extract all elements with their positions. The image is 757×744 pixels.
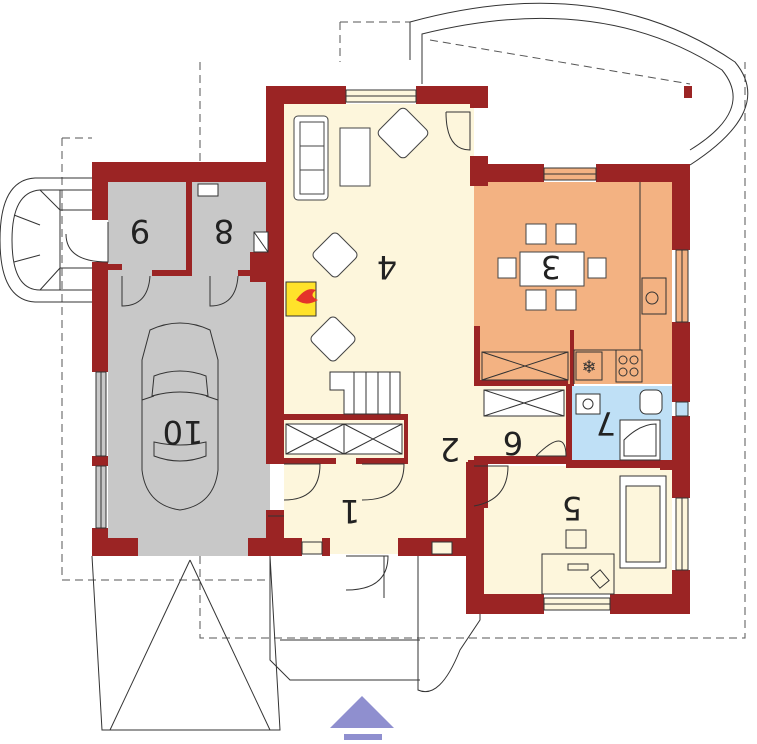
- walls: [92, 86, 692, 614]
- room-label-8: 8: [214, 212, 234, 250]
- windows: [95, 89, 689, 611]
- bathroom-fixtures-icon: [575, 389, 663, 461]
- dining-table-icon: [497, 223, 607, 311]
- fireplace-icon: [285, 281, 318, 317]
- wardrobe-icon: [285, 351, 569, 455]
- svg-text:❄: ❄: [581, 357, 596, 378]
- entrance-arrow-icon: [330, 696, 394, 740]
- roof-outline: [61, 2, 749, 639]
- stairs-icon: [329, 371, 401, 415]
- room-labels: 1 2 3 4 5 6 7 8 9 10: [130, 212, 616, 530]
- snowflake-icon: ❄: [575, 351, 603, 381]
- room-label-7: 7: [596, 404, 616, 442]
- room-label-9: 9: [130, 212, 150, 250]
- room-label-5: 5: [562, 489, 582, 527]
- room-label-6: 6: [503, 424, 523, 462]
- doors: [65, 111, 567, 598]
- sink-icon: [197, 183, 269, 253]
- kitchen-counter-icon: [573, 182, 667, 384]
- left-terrace: [0, 177, 92, 303]
- room-label-1: 1: [340, 492, 360, 530]
- armchair-icon: [310, 107, 429, 362]
- car-icon: [141, 322, 219, 511]
- room-label-2: 2: [440, 430, 460, 468]
- room-label-10: 10: [163, 413, 204, 451]
- driveway: [91, 555, 481, 731]
- room-label-4: 4: [377, 248, 397, 286]
- desk-icon: [541, 475, 667, 595]
- sofa-icon: [293, 115, 371, 201]
- room-label-3: 3: [541, 248, 561, 286]
